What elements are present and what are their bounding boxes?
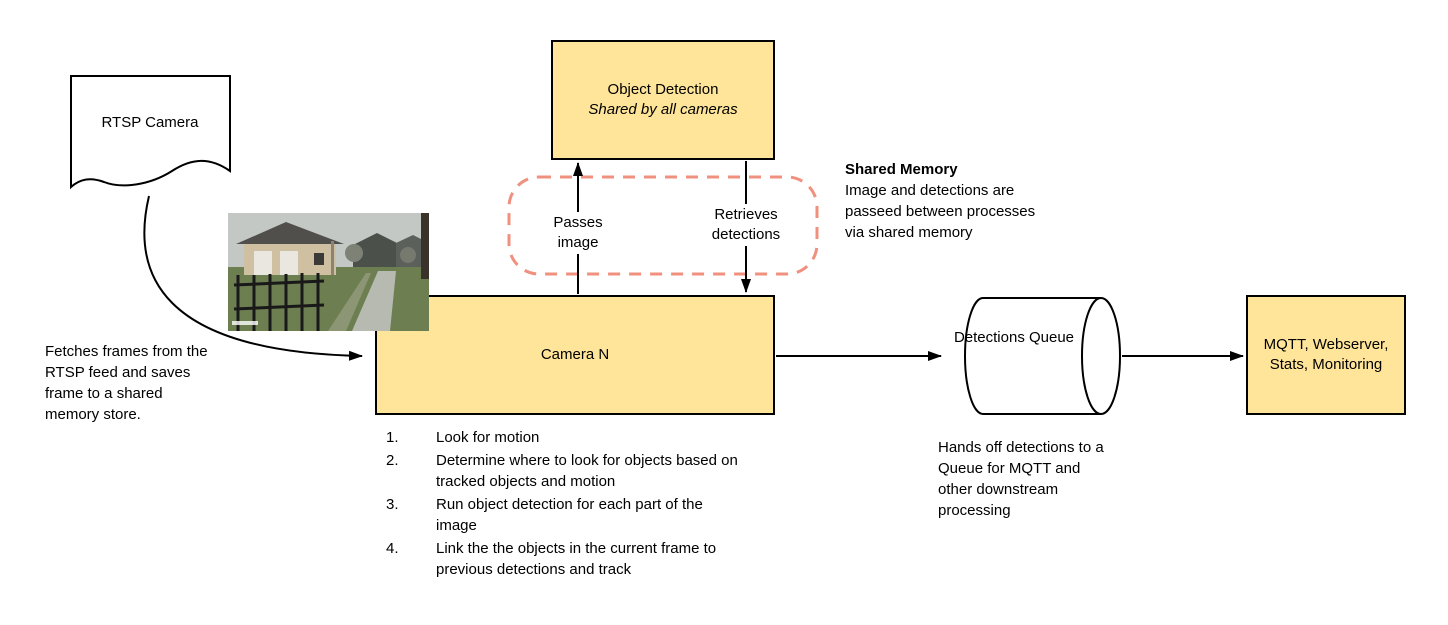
- handoff-note: Hands off detections to a Queue for MQTT…: [938, 439, 1104, 519]
- outputs-node: MQTT, Webserver, Stats, Monitoring: [1246, 295, 1406, 415]
- detections-queue-label: Detections Queue: [953, 329, 1075, 346]
- camera-n-label: Camera N: [540, 346, 610, 363]
- rtsp-camera-node: [70, 75, 231, 190]
- rtsp-camera-label: RTSP Camera: [101, 114, 199, 131]
- camera-step: Look for motion: [386, 427, 540, 448]
- outputs-label: MQTT, Webserver, Stats, Monitoring: [1263, 336, 1389, 373]
- passes-image-label: Passes image: [534, 212, 622, 254]
- object-detection-subtitle: Shared by all cameras: [588, 101, 738, 118]
- camera-step: Determine where to look for objects base…: [386, 450, 738, 490]
- object-detection-node: Object Detection Shared by all cameras: [551, 40, 775, 160]
- camera-step: Run object detection for each part of th…: [386, 494, 703, 534]
- camera-steps-list: Look for motion Determine where to look …: [380, 427, 780, 582]
- shared-memory-body: Image and detections are passeed between…: [845, 182, 1036, 241]
- shared-memory-title: Shared Memory: [845, 161, 958, 178]
- object-detection-title: Object Detection: [607, 81, 719, 98]
- detections-queue-node: [964, 297, 1121, 415]
- camera-step: Link the the objects in the current fram…: [386, 538, 717, 578]
- fetch-frames-note: Fetches frames from the RTSP feed and sa…: [45, 343, 208, 423]
- camera-n-node: Camera N: [375, 295, 775, 415]
- shared-memory-note: Shared Memory Image and detections are p…: [845, 159, 1041, 243]
- camera-snapshot-image: [228, 213, 429, 331]
- retrieves-detections-label: Retrieves detections: [702, 204, 790, 246]
